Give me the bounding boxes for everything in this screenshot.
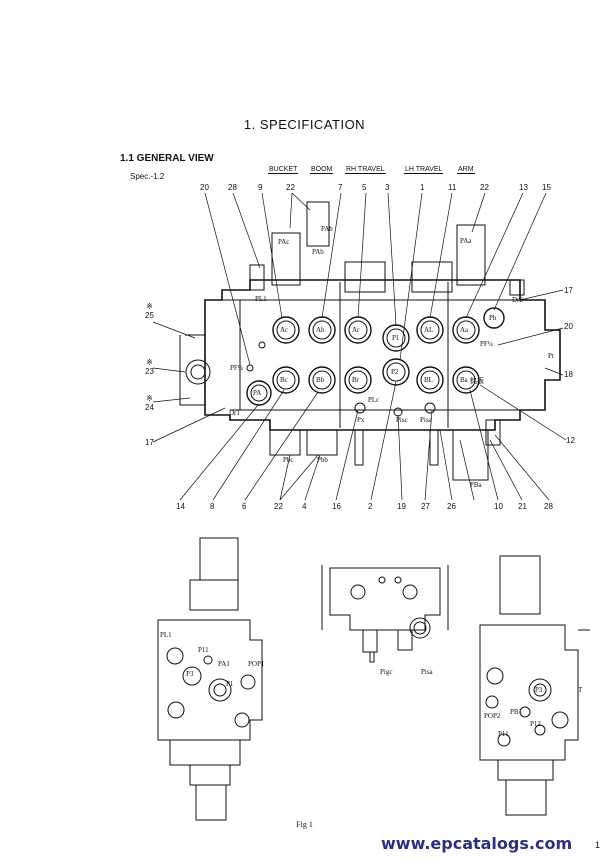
port-label-pb: Pb — [489, 314, 497, 322]
top-view-middle — [321, 565, 449, 663]
port-label-dr2: Dr2 — [512, 296, 523, 304]
left-view-p3: P3 — [186, 670, 194, 678]
left-view-p11: P11 — [198, 646, 209, 654]
port-label-ab: Ab — [316, 326, 325, 334]
callout-28-bottom: 28 — [544, 502, 553, 511]
side-view-left — [157, 537, 263, 821]
port-label-pac: PAc — [278, 238, 290, 246]
callout-5: 5 — [362, 183, 367, 192]
port-label-al: AL — [424, 326, 434, 334]
callout-23: ※ 23 — [145, 358, 154, 376]
callout-7: 7 — [338, 183, 343, 192]
callout-18: 18 — [564, 370, 573, 379]
side-view-right — [479, 555, 590, 816]
right-view-t: T — [578, 686, 583, 694]
port-label-ba: Ba — [460, 376, 468, 384]
callout-8: 8 — [210, 502, 215, 511]
callout-25: ※ 25 — [145, 302, 154, 320]
port-label-bc: Bc — [280, 376, 288, 384]
callout-22-bottom: 22 — [274, 502, 283, 511]
callout-21: 21 — [518, 502, 527, 511]
left-view-pa1: PA1 — [218, 660, 230, 668]
right-view-p11: P11 — [498, 730, 509, 738]
port-label-bb: Bb — [316, 376, 325, 384]
port-label-pisa: Pisa — [420, 416, 432, 424]
left-view-p1: P1 — [226, 680, 234, 688]
callout-22b: 22 — [480, 183, 489, 192]
group-label-boom: BOOM — [310, 166, 334, 174]
spec-label: Spec.-1.2 — [130, 172, 165, 181]
callout-14: 14 — [176, 502, 185, 511]
port-label-pbb: Pbb — [317, 456, 328, 464]
callout-9: 9 — [258, 183, 263, 192]
upper-port-row — [272, 307, 505, 352]
port-label-pl1: PL1 — [255, 295, 267, 303]
callout-16: 16 — [332, 502, 341, 511]
callout-17-left: 17 — [145, 438, 154, 447]
callout-24: ※ 24 — [145, 394, 154, 412]
callout-10: 10 — [494, 502, 503, 511]
callout-6: 6 — [242, 502, 247, 511]
watermark-link[interactable]: www.epcatalogs.com — [381, 834, 573, 853]
middle-view-pigc: Pigc — [380, 668, 393, 676]
port-label-aa: Aa — [460, 326, 469, 334]
port-label-plc: PLc — [368, 396, 380, 404]
callout-19: 19 — [397, 502, 406, 511]
callout-3: 3 — [385, 183, 390, 192]
main-valve-body — [179, 201, 561, 481]
port-label-px: Px — [357, 416, 365, 424]
left-view-pl1: PL1 — [160, 631, 172, 639]
port-label-pba: PBa — [470, 481, 482, 489]
right-view-p3: P3 — [535, 686, 543, 694]
lower-port-row — [246, 341, 480, 417]
figure-caption: Fig 1 — [296, 820, 313, 829]
port-label-ar: Ar — [352, 326, 360, 334]
callout-2: 2 — [368, 502, 373, 511]
group-label-lh-travel: LH TRAVEL — [404, 166, 444, 174]
group-label-bucket: BUCKET — [268, 166, 299, 174]
port-label-p1: P1 — [392, 334, 400, 342]
port-label-bl: BL — [424, 376, 433, 384]
group-label-arm: ARM — [457, 166, 475, 174]
section-heading: 1.1 GENERAL VIEW — [120, 153, 214, 164]
callout-13: 13 — [519, 183, 528, 192]
callout-22: 22 — [286, 183, 295, 192]
callout-4: 4 — [302, 502, 307, 511]
callout-17-right: 17 — [564, 286, 573, 295]
port-label-dr1: Dr1 — [229, 409, 240, 417]
callout-26: 26 — [447, 502, 456, 511]
callout-20-right: 20 — [564, 322, 573, 331]
right-view-p12: P12 — [530, 720, 541, 728]
callout-28: 28 — [228, 183, 237, 192]
callout-20: 20 — [200, 183, 209, 192]
group-label-rh-travel: RH TRAVEL — [345, 166, 386, 174]
port-label-pa: PA — [253, 389, 262, 397]
port-label-pf-right: PF¼ — [480, 340, 494, 348]
left-view-pop1: POP1 — [248, 660, 265, 668]
port-label-pab: PAb — [312, 248, 324, 256]
right-view-pop2: POP2 — [484, 712, 501, 720]
callout-12: 12 — [566, 436, 575, 445]
port-label-p2: P2 — [391, 368, 399, 376]
port-label-paa: PAa — [460, 237, 472, 245]
middle-view-pisa: Pisa — [421, 668, 433, 676]
port-label-pf-left: PF¼ — [230, 364, 244, 372]
right-view-pb1: PB1 — [510, 708, 523, 716]
callout-1: 1 — [420, 183, 425, 192]
page-title: 1. SPECIFICATION — [243, 117, 366, 132]
port-label-pbc: Pbc — [283, 456, 294, 464]
page-number: 1 — [595, 840, 601, 850]
callout-11: 11 — [448, 183, 457, 192]
leader-lines — [152, 192, 567, 501]
port-label-ac: Ac — [280, 326, 289, 334]
callout-15: 15 — [542, 183, 551, 192]
port-label-pt: Pt — [548, 352, 554, 360]
port-label-pab-upper: PAb — [321, 225, 333, 233]
port-label-br: Br — [352, 376, 359, 384]
nameplate-label: 銘板 — [470, 377, 484, 385]
callout-27: 27 — [421, 502, 430, 511]
port-label-pisc: Pisc — [396, 416, 408, 424]
